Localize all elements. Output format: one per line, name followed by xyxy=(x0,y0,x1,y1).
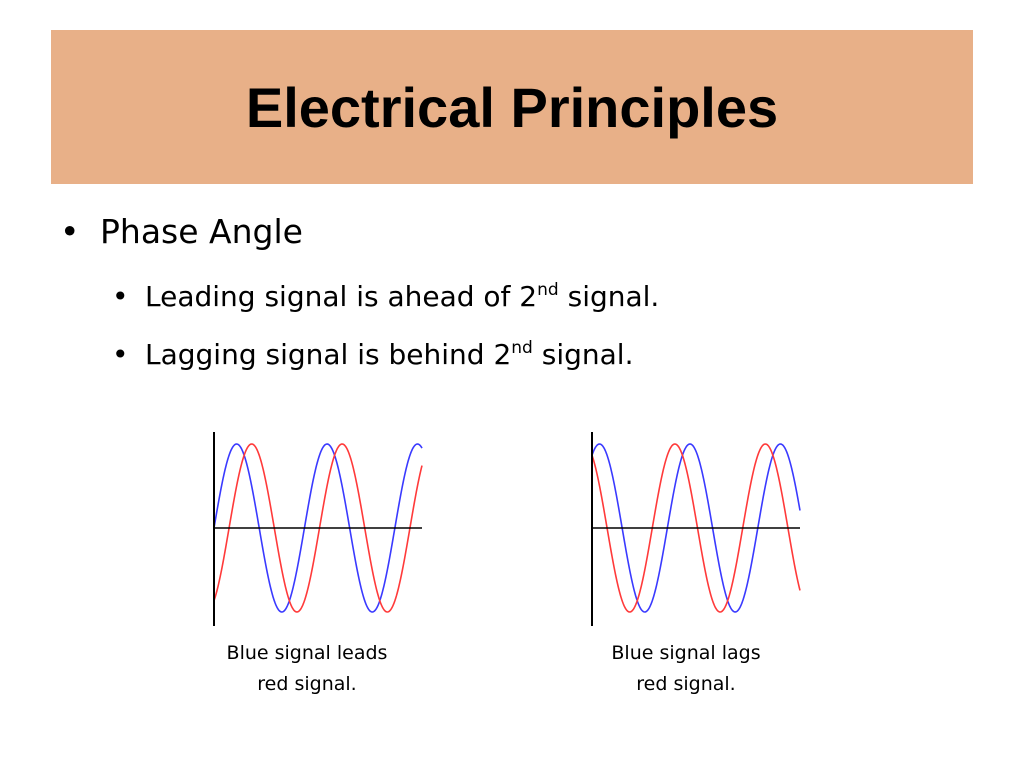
bullet-text-sup: nd xyxy=(537,280,559,300)
bullet-text-sup: nd xyxy=(511,338,533,358)
bullet-leading: • Leading signal is ahead of 2nd signal. xyxy=(112,280,659,313)
bullet-dot-icon: • xyxy=(60,212,80,251)
caption-leads: Blue signal leads red signal. xyxy=(187,638,427,700)
phase-chart-lags-svg xyxy=(591,432,801,626)
bullet-text-prefix: Lagging signal is behind 2 xyxy=(145,338,512,371)
bullet-text-prefix: Leading signal is ahead of 2 xyxy=(145,280,538,313)
bullet-dot-icon: • xyxy=(112,280,129,313)
caption-line-1: Blue signal leads xyxy=(226,642,388,664)
title-band: Electrical Principles xyxy=(51,30,973,184)
slide-title: Electrical Principles xyxy=(245,75,779,139)
caption-line-2: red signal. xyxy=(257,673,357,695)
phase-chart-leads xyxy=(208,430,428,630)
bullet-lagging: • Lagging signal is behind 2nd signal. xyxy=(112,338,633,371)
caption-lags: Blue signal lags red signal. xyxy=(566,638,806,700)
caption-line-1: Blue signal lags xyxy=(611,642,761,664)
blue-signal-series xyxy=(213,443,423,613)
bullet-text-suffix: signal. xyxy=(558,280,660,313)
caption-line-2: red signal. xyxy=(636,673,736,695)
phase-chart-lags xyxy=(586,430,806,630)
phase-chart-leads-svg xyxy=(213,432,423,626)
bullet-phase-angle: • Phase Angle xyxy=(60,212,303,251)
bullet-dot-icon: • xyxy=(112,338,129,371)
red-signal-series xyxy=(213,443,423,613)
bullet-text-suffix: signal. xyxy=(532,338,634,371)
red-signal-series xyxy=(591,443,801,613)
bullet-text: Phase Angle xyxy=(100,212,303,251)
blue-signal-series xyxy=(591,443,801,613)
